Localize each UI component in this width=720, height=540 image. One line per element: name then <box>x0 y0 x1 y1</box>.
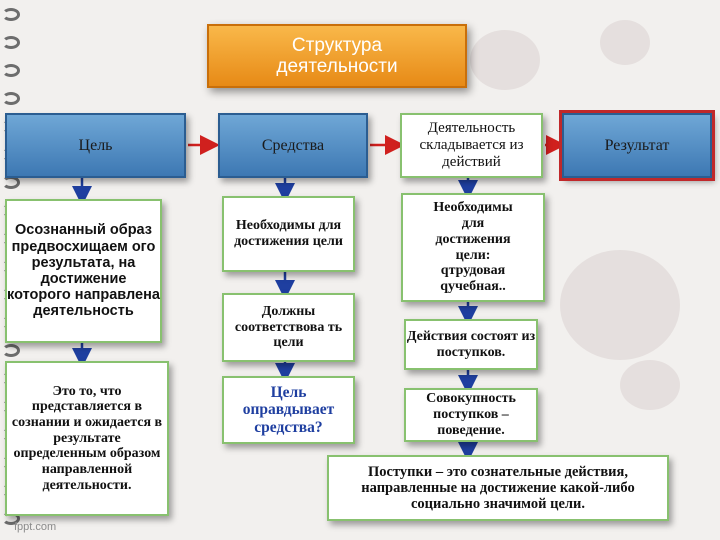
diagram-title-text: Структура деятельности <box>276 34 398 77</box>
activity-necessary-box: Необходимы для достижения цели: qтрудова… <box>401 193 545 302</box>
goal-explanation-box: Это то, что представляется в сознании и … <box>5 361 169 516</box>
footer-watermark: fppt.com <box>14 521 57 533</box>
means-necessary-text: Необходимы для достижения цели <box>234 218 343 249</box>
activity-actions-box: Действия состоят из поступков. <box>404 319 538 370</box>
activity-item-study: qучебная.. <box>440 278 506 294</box>
means-question-box: Цель оправдывает средства? <box>222 376 355 444</box>
activity-necessary-line-1: Необходимы <box>433 200 513 216</box>
means-question-text: Цель оправдывает средства? <box>242 383 335 436</box>
means-correspond-text: Должны соответствова ть цели <box>234 303 343 351</box>
header-activity-label: Деятельность складывается из действий <box>419 120 524 170</box>
header-means-label: Средства <box>261 136 325 154</box>
activity-actions-text: Действия состоят из поступков. <box>406 328 536 360</box>
means-necessary-box: Необходимы для достижения цели <box>222 196 355 272</box>
activity-behavior-text: Совокупность поступков – поведение. <box>426 391 516 438</box>
activity-necessary-line-4: цели: <box>455 247 491 263</box>
activity-necessary-line-3: достижения <box>435 231 511 247</box>
background-splash <box>600 20 650 65</box>
header-means: Средства <box>218 113 368 178</box>
background-splash <box>620 360 680 410</box>
goal-definition-box: Осознанный образ предвосхищаем ого резул… <box>5 199 162 343</box>
header-result: Результат <box>559 110 715 181</box>
diagram-title: Структура деятельности <box>207 24 467 88</box>
activity-deeds-box: Поступки – это сознательные действия, на… <box>327 455 669 521</box>
means-correspond-box: Должны соответствова ть цели <box>222 293 355 362</box>
header-goal: Цель <box>5 113 186 178</box>
background-splash <box>470 30 540 90</box>
checkbox-bullet-icon: q <box>440 278 449 294</box>
header-activity: Деятельность складывается из действий <box>400 113 543 178</box>
activity-behavior-box: Совокупность поступков – поведение. <box>404 388 538 442</box>
background-splash <box>560 250 680 360</box>
checkbox-bullet-icon: q <box>440 263 449 279</box>
activity-item-labor: qтрудовая <box>440 263 506 279</box>
activity-deeds-text: Поступки – это сознательные действия, на… <box>361 463 635 513</box>
activity-necessary-line-2: для <box>461 216 485 232</box>
header-result-label: Результат <box>604 136 670 154</box>
header-goal-label: Цель <box>78 136 113 154</box>
goal-explanation-text: Это то, что представляется в сознании и … <box>11 383 163 493</box>
goal-definition-text: Осознанный образ предвосхищаем ого резул… <box>7 222 160 320</box>
